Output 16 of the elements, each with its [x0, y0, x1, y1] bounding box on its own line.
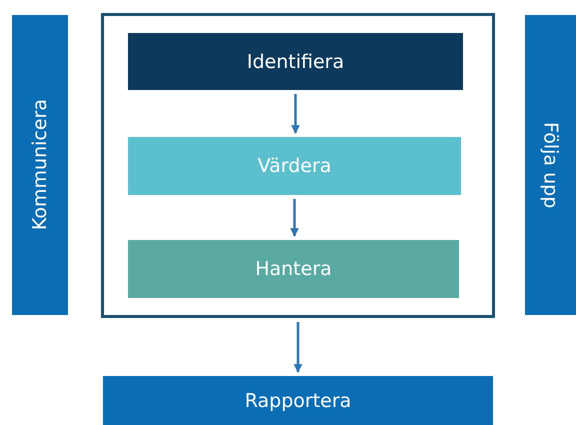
process-box: [525, 15, 576, 315]
box-label: Hantera: [255, 258, 332, 280]
process-box: [128, 240, 459, 298]
process-box: [128, 137, 461, 195]
group-frame: [101, 13, 495, 318]
process-box: [12, 15, 68, 315]
process-box: [103, 376, 493, 425]
box-label: Kommunicera: [29, 99, 51, 231]
arrow: [294, 322, 302, 373]
box-label: Rapportera: [244, 390, 352, 412]
process-box: [128, 33, 463, 90]
arrow: [291, 94, 300, 134]
box-label: Följa upp: [540, 122, 562, 208]
box-label: Värdera: [258, 155, 332, 177]
box-label: Identifiera: [246, 50, 344, 72]
arrow: [290, 199, 299, 237]
